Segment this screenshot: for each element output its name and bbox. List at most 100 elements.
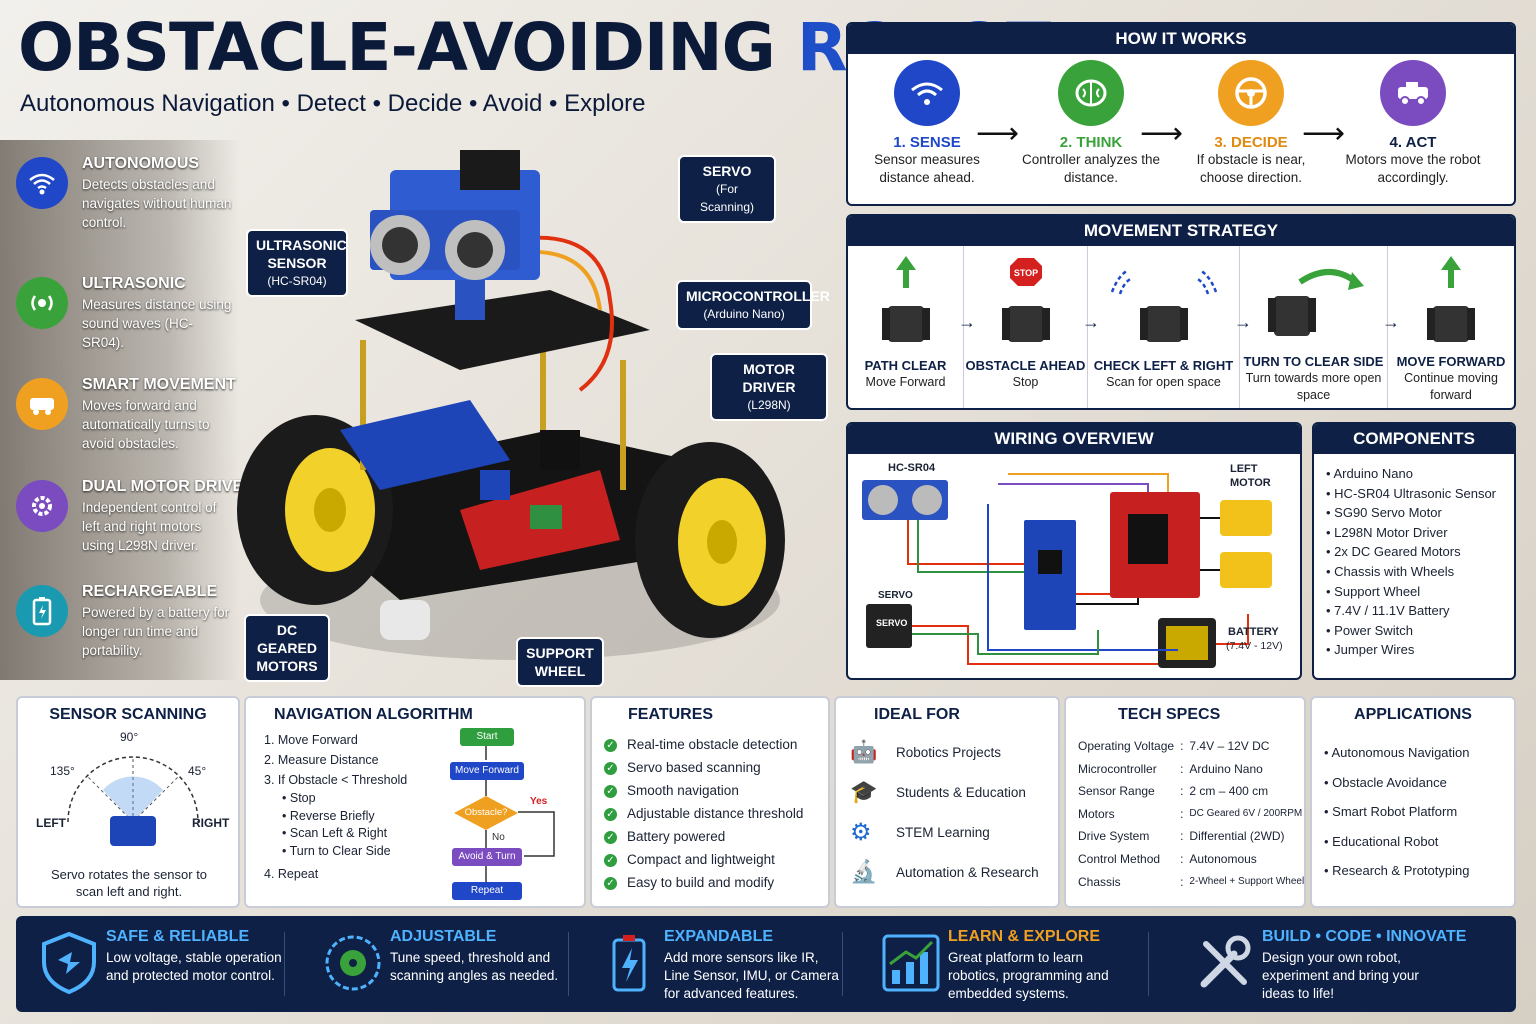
feature-title: AUTONOMOUS — [82, 155, 200, 172]
list-item: ⚙STEM Learning — [850, 812, 1039, 852]
ideal-label: Students & Education — [896, 784, 1026, 800]
list-item: Smart Robot Platform — [1324, 797, 1469, 827]
algo-substep-label: Turn to Clear Side — [289, 843, 391, 858]
move-title: CHECK LEFT & RIGHT — [1093, 358, 1234, 373]
ideal-label: Robotics Projects — [896, 744, 1002, 760]
stop-sign-icon: STOP — [1002, 258, 1050, 342]
spec-sep: : — [1180, 761, 1184, 776]
shield-icon — [42, 931, 96, 995]
step-desc: If obstacle is near, choose direction. — [1196, 152, 1306, 185]
banner-title: SAFE & RELIABLE — [106, 928, 250, 945]
divider — [1148, 932, 1149, 996]
step-desc: Sensor measures distance ahead. — [874, 152, 980, 185]
check-icon: ✓ — [604, 876, 617, 890]
feature-item: ✓Compact and lightweight — [604, 848, 803, 871]
robot-forward-icon — [1427, 256, 1475, 342]
spec-value: DC Geared 6V / 200RPM — [1189, 807, 1303, 819]
components-panel: COMPONENTS Arduino Nano HC-SR04 Ultrason… — [1312, 422, 1516, 680]
spec-value: Autonomous — [1189, 851, 1257, 866]
title-part: OBSTACLE-AVOIDING — [18, 9, 797, 86]
steering-icon — [1218, 60, 1284, 126]
car-icon — [16, 378, 68, 430]
algo-substep-label: Reverse Briefly — [289, 808, 375, 823]
banner-title: LEARN & EXPLORE — [948, 928, 1101, 945]
wifi-icon — [894, 60, 960, 126]
banner-desc: Design your own robot, experiment and br… — [1262, 950, 1419, 1001]
callout-sub: (For Scanning) — [699, 182, 755, 214]
dial-icon — [325, 935, 381, 991]
callout-dc-motors: DC GEARED MOTORS — [244, 614, 330, 682]
feature-autonomous: AUTONOMOUS Detects obstacles and navigat… — [16, 155, 246, 255]
spec-key: Drive System — [1078, 829, 1150, 844]
list-item: SG90 Servo Motor — [1326, 503, 1514, 523]
callout-ultrasonic: ULTRASONIC SENSOR(HC-SR04) — [246, 229, 348, 297]
banner-learn: LEARN & EXPLORE Great platform to learn … — [858, 916, 1148, 1012]
callout-title: SUPPORT WHEEL — [526, 645, 594, 679]
table-row: Microcontroller:Arduino Nano — [1078, 759, 1308, 780]
applications-list: Autonomous Navigation Obstacle Avoidance… — [1312, 728, 1469, 886]
feature-desc: Powered by a battery for longer run time… — [82, 605, 230, 658]
move-desc: Turn towards more open space — [1245, 371, 1382, 402]
panel-title: NAVIGATION ALGORITHM — [274, 706, 473, 723]
algo-step: 2. Measure Distance — [264, 753, 379, 767]
table-row: Sensor Range:2 cm – 400 cm — [1078, 781, 1308, 802]
divider — [284, 932, 285, 996]
move-title: OBSTACLE AHEAD — [965, 358, 1086, 373]
components-list: Arduino Nano HC-SR04 Ultrasonic Sensor S… — [1314, 454, 1514, 660]
robot-illustration — [237, 150, 785, 660]
left-label: LEFT — [36, 816, 66, 830]
callout-title: SERVO — [702, 163, 752, 179]
panel-title: HOW IT WORKS — [848, 24, 1514, 54]
step-title: 2. THINK — [1059, 134, 1123, 151]
banner-expandable: EXPANDABLE Add more sensors like IR, Lin… — [576, 916, 846, 1012]
spec-value: 2 cm – 400 cm — [1189, 784, 1269, 799]
flow-avoid-turn: Avoid & Turn — [452, 848, 522, 866]
right-label: RIGHT — [192, 816, 230, 830]
feature-rechargeable: RECHARGEABLE Powered by a battery for lo… — [16, 583, 246, 683]
label-left-motor: LEFT MOTOR — [1230, 463, 1271, 489]
label-battery: BATTERY — [1228, 626, 1279, 638]
table-row: Motors:DC Geared 6V / 200RPM — [1078, 804, 1308, 825]
feature-title: SMART MOVEMENT — [82, 376, 236, 393]
spec-sep: : — [1180, 829, 1184, 844]
move-path-clear: PATH CLEAR Move Forward — [848, 246, 964, 408]
feature-dual-motor: DUAL MOTOR DRIVE Independent control of … — [16, 478, 246, 578]
scan-desc: Servo rotates the sensor to scan left an… — [50, 867, 208, 899]
flow-no-label: No — [492, 832, 505, 843]
gears-icon — [16, 480, 68, 532]
check-icon: ✓ — [604, 807, 617, 821]
feature-item-label: Adjustable distance threshold — [627, 806, 804, 821]
list-item: Support Wheel — [1326, 582, 1514, 602]
list-item: Research & Prototyping — [1324, 856, 1469, 886]
banner-title: BUILD • CODE • INNOVATE — [1262, 928, 1467, 945]
arrow-right-icon: ⟶ — [1140, 117, 1184, 150]
arrow-right-icon: → — [1234, 312, 1252, 332]
callout-sub: (L298N) — [747, 398, 791, 412]
list-item: Autonomous Navigation — [1324, 738, 1469, 768]
step-decide: 3. DECIDE If obstacle is near, choose di… — [1176, 60, 1326, 187]
feature-item-label: Easy to build and modify — [627, 875, 775, 890]
arrow-right-icon: → — [1082, 312, 1100, 332]
list-item: L298N Motor Driver — [1326, 523, 1514, 543]
list-item: 7.4V / 11.1V Battery — [1326, 601, 1514, 621]
spec-key: Microcontroller — [1078, 761, 1157, 776]
gear-icon: ⚙ — [850, 818, 872, 846]
table-row: Drive System:Differential (2WD) — [1078, 826, 1308, 847]
panel-title: MOVEMENT STRATEGY — [848, 216, 1514, 246]
feature-title: ULTRASONIC — [82, 275, 186, 292]
stop-sign-label: STOP — [1014, 268, 1038, 278]
vehicle-icon — [1380, 60, 1446, 126]
list-item: Jumper Wires — [1326, 640, 1514, 660]
move-title: TURN TO CLEAR SIDE — [1243, 354, 1384, 369]
list-item: Educational Robot — [1324, 827, 1469, 857]
step-act: 4. ACT Motors move the robot accordingly… — [1338, 60, 1488, 187]
feature-ultrasonic: ULTRASONIC Measures distance using sound… — [16, 275, 246, 375]
arrow-right-icon: → — [1382, 312, 1400, 332]
battery-bolt-icon — [612, 935, 646, 992]
feature-item: ✓ Easy to build and modify — [604, 871, 803, 894]
panel-title: IDEAL FOR — [874, 706, 960, 723]
scan-diagram — [67, 756, 199, 846]
banner-desc: Low voltage, stable operation and protec… — [106, 950, 282, 983]
step-title: 1. SENSE — [893, 134, 961, 151]
ideal-for-panel: IDEAL FOR 🤖Robotics Projects 🎓Students &… — [834, 696, 1060, 908]
